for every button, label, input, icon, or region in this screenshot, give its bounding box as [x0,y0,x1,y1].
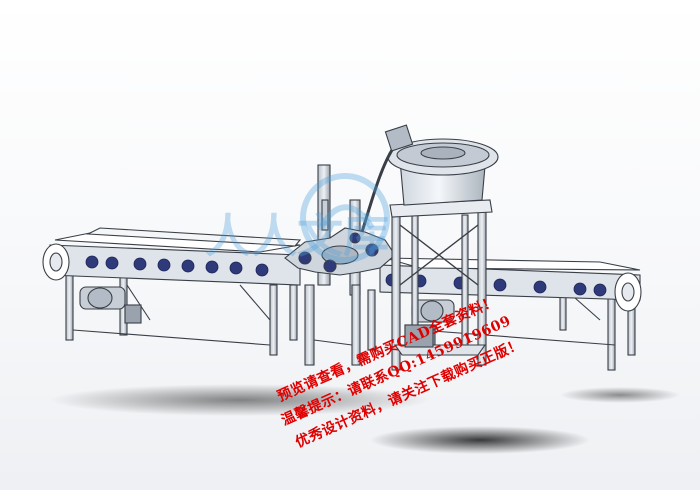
index-turntable [284,164,396,366]
left-conveyor-rollers [85,255,269,277]
floor-shadow [50,384,680,454]
left-conveyor [42,227,302,356]
bowl-feeder [360,124,499,371]
logo-watermark-text: 人人文库 [205,209,389,263]
logo-watermark-mark [300,173,390,263]
